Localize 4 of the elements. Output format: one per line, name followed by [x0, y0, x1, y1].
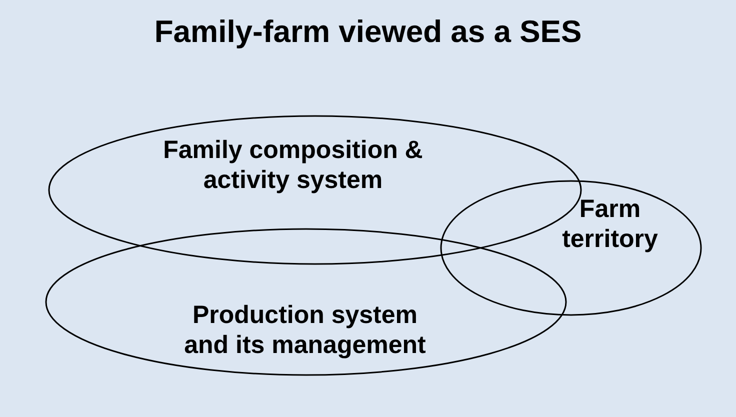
set-label: Family composition & activity system: [163, 135, 423, 195]
diagram-title: Family-farm viewed as a SES: [153, 14, 583, 50]
set-label: Production system and its management: [183, 300, 427, 360]
set-label: Farm territory: [561, 194, 659, 254]
